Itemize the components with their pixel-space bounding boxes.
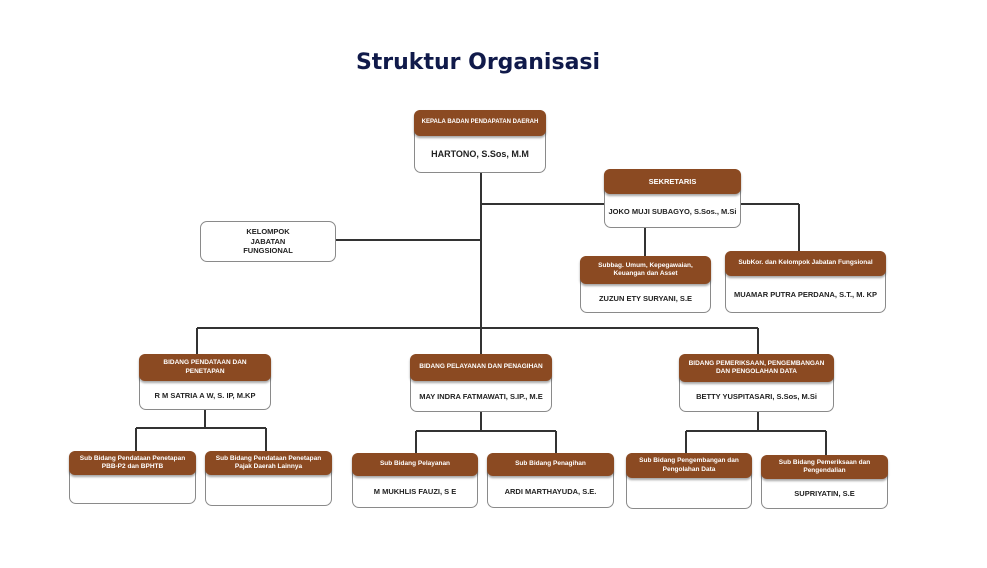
sub-penagihan-name: ARDI MARTHAYUDA, S.E. xyxy=(504,487,597,497)
bidang-pelayanan-name: MAY INDRA FATMAWATI, S.IP., M.E xyxy=(419,391,543,401)
fungsional-card xyxy=(200,221,336,262)
sub-pbb-name xyxy=(69,475,196,504)
bidang-pelayanan-header: BIDANG PELAYANAN DAN PENAGIHAN xyxy=(410,354,552,381)
subbag-umum-name: ZUZUN ETY SURYANI, S.E xyxy=(598,293,693,303)
sekretaris-header: SEKRETARIS xyxy=(604,169,741,194)
sub-pemeriksaan-header: Sub Bidang Pemeriksaan dan Pengendalian xyxy=(761,455,888,479)
sub-pengembangan-name xyxy=(626,478,752,509)
sub-pbb-header: Sub Bidang Pendataan Penetapan PBB-P2 da… xyxy=(69,451,196,475)
bidang-pemeriksaan-name: BETTY YUSPITASARI, S.Sos, M.Si xyxy=(696,392,817,402)
subkor-name: MUAMAR PUTRA PERDANA, S.T., M. KP xyxy=(733,289,878,299)
bidang-pemeriksaan-header: BIDANG PEMERIKSAAN, PENGEMBANGAN DAN PEN… xyxy=(679,354,834,382)
bidang-pendataan-name: R M SATRIA A W, S. IP, M.KP xyxy=(154,390,256,400)
subkor-header: SubKor. dan Kelompok Jabatan Fungsional xyxy=(725,251,886,276)
page-title: Struktur Organisasi xyxy=(355,50,601,75)
sub-pengembangan-header: Sub Bidang Pengembangan dan Pengolahan D… xyxy=(626,453,752,478)
subbag-umum-header: Subbag. Umum, Kepegawaian, Keuangan dan … xyxy=(580,256,711,284)
kepala-header: KEPALA BADAN PENDAPATAN DAERAH xyxy=(414,110,546,136)
sekretaris-name: JOKO MUJI SUBAGYO, S.Sos., M.Si xyxy=(608,206,737,216)
sub-pajak-name xyxy=(205,475,332,506)
fungsional-name: KELOMPOK JABATAN FUNGSIONAL xyxy=(243,226,293,256)
sub-pelayanan-name: M MUKHLIS FAUZI, S E xyxy=(373,487,457,497)
kepala-name: HARTONO, S.Sos, M.M xyxy=(431,149,529,160)
sub-pajak-header: Sub Bidang Pendataan Penetapan Pajak Dae… xyxy=(205,451,332,475)
sub-penagihan-header: Sub Bidang Penagihan xyxy=(487,453,614,476)
sub-pemeriksaan-name: SUPRIYATIN, S.E xyxy=(794,489,855,499)
bidang-pendataan-header: BIDANG PENDATAAN DAN PENETAPAN xyxy=(139,354,271,381)
sub-pelayanan-header: Sub Bidang Pelayanan xyxy=(352,453,478,476)
